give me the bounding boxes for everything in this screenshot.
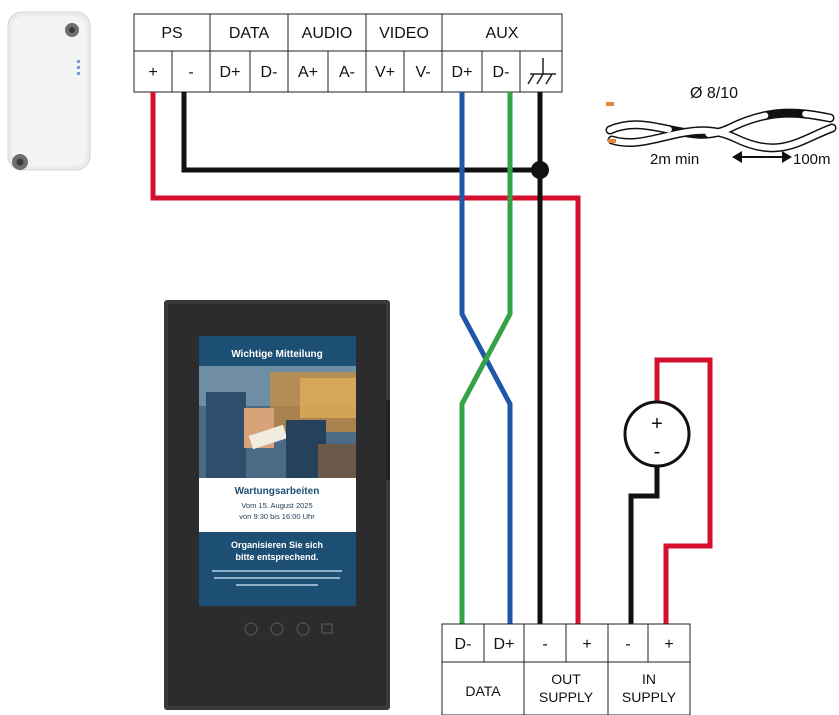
display-buttons [244,622,333,636]
cable-gauge-label: Ø 8/10 [690,85,738,102]
pin-label-aux-dminus: D- [493,64,510,81]
display-date-2: von 9:30 bis 16:00 Uhr [239,512,315,521]
panel-button-icon [270,622,284,636]
bottom-pin-dplus: D+ [494,636,515,653]
pin-label-data-dminus: D- [261,64,278,81]
bottom-pin-dminus: D- [455,636,472,653]
display-headline: Wartungsarbeiten [235,486,320,497]
bottom-pin-out-minus: - [542,636,547,653]
panel-button-icon [321,623,333,634]
length-arrow-icon [732,151,792,163]
pin-label-data-dplus: D+ [220,64,241,81]
bottom-group-data: DATA [465,683,501,699]
cable-min-length: 2m min [650,151,699,168]
bottom-pin-in-minus: - [625,636,630,653]
wire-black-ps-minus [181,92,540,173]
junction-dot [531,161,549,179]
pin-label-ps-plus: + [148,64,157,81]
display-notice-1: Organisieren Sie sich [231,540,323,550]
group-label-aux: AUX [486,25,519,42]
ground-icon [527,58,556,85]
top-terminal-block: PS DATA AUDIO VIDEO AUX + - D+ D- A+ A- … [133,13,563,93]
wires [150,92,713,624]
display-photo [199,366,356,478]
display-title: Wichtige Mitteilung [231,349,323,360]
pin-label-audio-aplus: A+ [298,64,318,81]
cable-spec: Ø 8/10 2m min 100m [605,85,837,168]
display-panel: Wichtige Mitteilung Wartungsarbeiten Vom… [164,300,390,710]
group-label-audio: AUDIO [302,25,353,42]
panel-button-icon [296,622,310,636]
interface-module [7,11,91,171]
pin-label-ps-minus: - [188,64,193,81]
panel-button-icon [244,622,258,636]
bottom-pin-in-plus: + [664,636,673,653]
group-label-video: VIDEO [379,25,429,42]
pin-label-audio-aminus: A- [339,64,355,81]
wire-red-ps-plus [150,92,581,624]
wire-green-aux-dminus [459,92,513,624]
pin-label-video-vplus: V+ [375,64,395,81]
power-plus-label: + [651,413,663,435]
pin-label-aux-dplus: D+ [452,64,473,81]
power-minus-label: - [654,441,661,463]
twisted-cable-icon [605,102,837,153]
wire-red-in-plus [654,357,713,624]
display-date-1: Vom 15. August 2025 [241,501,312,510]
cable-max-length: 100m [793,151,831,168]
display-fine-print [212,570,342,586]
display-notice-2: bitte entsprechend. [235,552,318,562]
display-message-box [199,478,356,532]
group-label-data: DATA [229,25,270,42]
bottom-pin-out-plus: + [582,636,591,653]
power-source: + - [623,400,691,468]
group-label-ps: PS [161,25,182,42]
pin-label-video-vminus: V- [415,64,430,81]
wire-black-in-minus [628,462,660,624]
